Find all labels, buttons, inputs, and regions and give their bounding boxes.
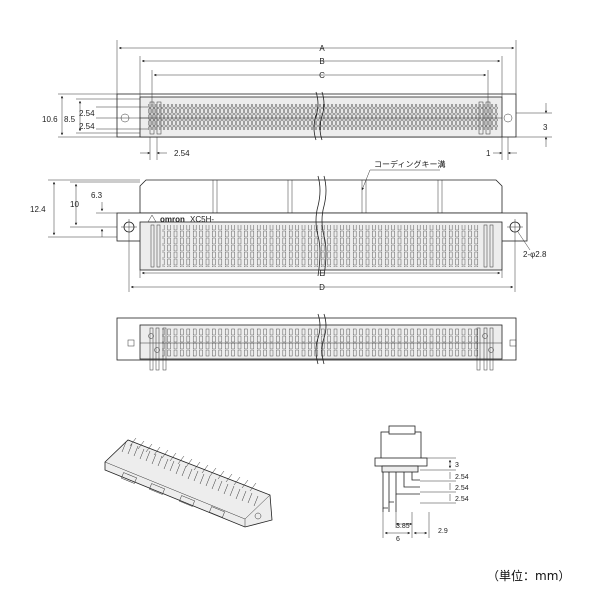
mount-hole [127,339,135,347]
front-view-housing [139,179,503,214]
front-view: omron XC5H- [116,175,528,277]
dim-label-side-385: 3.85 [396,523,410,530]
dim-label-E: E [319,269,324,278]
side-view-housing [380,431,422,461]
break-line [315,175,321,277]
dim-label-side-6: 6 [396,536,400,543]
dim-label-10-6: 10.6 [42,115,58,124]
dim-label-pitch-b: 2.54 [79,122,95,131]
break-line [321,313,327,365]
break-line [321,175,327,277]
iso-pins [121,437,259,507]
bottom-view [116,313,517,371]
dim-label-hole: 2-φ2.8 [523,250,547,259]
bottom-left-end-pins [148,327,167,371]
coding-groove-label: コーディングキー溝 [374,159,445,169]
dim-label-side-3: 3 [455,462,459,469]
model-text: XC5H- [190,215,214,224]
side-view-dimensions: 3 2.54 2.54 2.54 3.85 6 2.9 [382,457,469,543]
dim-label-D: D [319,283,325,292]
dim-label-6-3: 6.3 [91,191,103,200]
side-view [374,425,428,512]
dim-label-side-254-c: 2.54 [455,496,469,503]
dim-label-edge-1: 1 [486,149,491,158]
mount-hole [503,113,513,123]
front-left-end-pin [156,224,161,268]
dim-label-side-254-b: 2.54 [455,485,469,492]
bottom-right-end-pins [476,327,494,371]
bottom-view-pin-array [162,328,478,357]
break-line [319,91,325,141]
front-left-end-pin [150,224,155,268]
side-view-flange [374,457,428,467]
polarity-triangle-icon [147,214,157,223]
break-line [315,313,321,365]
top-view-pin-array [148,104,498,130]
dim-label-10: 10 [70,200,79,209]
dim-label-side-2-9: 2.9 [438,528,448,535]
brand-logo-text: omron [160,215,185,224]
dim-label-12-4: 12.4 [30,205,46,214]
unit-label: （単位：mm） [487,568,570,583]
front-view-pin-array [162,225,480,267]
dim-label-edge-3: 3 [543,123,548,132]
dim-label-row-pitch: 2.54 [174,149,190,158]
top-view [116,91,517,141]
dim-label-A: A [319,44,325,53]
iso-body [104,439,273,528]
front-view-dimensions: 12.4 10 6.3 コーディングキー溝 2-φ2.8 E D [30,159,547,292]
dim-label-8-5: 8.5 [64,115,76,124]
dim-label-C: C [319,71,325,80]
dim-label-pitch-a: 2.54 [79,109,95,118]
dim-label-side-254-a: 2.54 [455,474,469,481]
front-right-end-pin [483,224,488,268]
top-view-dimensions: A B C 10.6 8.5 2.54 2.54 2.54 1 [42,40,552,160]
mount-hole [509,339,517,347]
break-line [313,91,319,141]
isometric-view [104,437,273,528]
dim-label-B: B [319,57,324,66]
front-right-end-pin [489,224,494,268]
